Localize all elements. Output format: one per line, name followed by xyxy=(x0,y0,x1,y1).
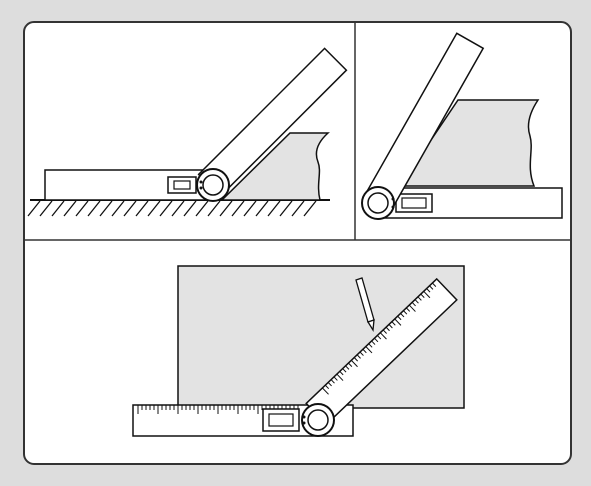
floor-hatch-stroke xyxy=(171,200,185,217)
floor-hatch-stroke xyxy=(303,200,317,217)
scale-tick xyxy=(391,321,396,326)
scale-tick xyxy=(371,340,376,345)
floor-hatch-stroke xyxy=(267,200,281,217)
scale-tick xyxy=(426,288,431,293)
floor-hatch-stroke xyxy=(87,200,101,217)
scale-tick xyxy=(359,351,364,356)
scale-tick xyxy=(405,307,411,312)
floor-hatch-icon xyxy=(27,200,317,217)
floor-hatch-stroke xyxy=(27,200,41,217)
floor-hatch-stroke xyxy=(183,200,197,217)
floor-hatch-stroke xyxy=(75,200,89,217)
pivot-dot xyxy=(391,197,395,201)
scale-tick xyxy=(353,357,359,362)
scale-tick xyxy=(324,384,330,390)
scale-tick xyxy=(333,376,338,381)
floor-hatch-stroke xyxy=(99,200,113,217)
floor-hatch-stroke xyxy=(159,200,173,217)
floor-hatch-stroke xyxy=(51,200,65,217)
pivot-dot xyxy=(199,180,203,184)
scale-tick xyxy=(368,343,373,348)
scale-tick xyxy=(330,379,335,384)
scale-tick xyxy=(411,301,416,307)
scale-tick xyxy=(327,381,332,387)
scale-tick xyxy=(408,304,416,312)
floor-hatch-stroke xyxy=(147,200,161,217)
workpiece-sheet xyxy=(177,265,465,409)
floor-hatch-stroke xyxy=(111,200,125,217)
scale-tick xyxy=(342,368,347,373)
pivot-inner-ring xyxy=(202,174,224,196)
floor-hatch-stroke xyxy=(279,200,293,217)
scale-tick xyxy=(414,299,419,304)
floor-hatch-stroke xyxy=(195,200,209,217)
workpiece-left xyxy=(220,132,330,201)
pivot-dot xyxy=(302,415,306,419)
pivot-dot xyxy=(391,205,395,209)
display-window xyxy=(173,180,191,190)
pivot-inner-ring xyxy=(367,192,389,214)
floor-hatch-stroke xyxy=(291,200,305,217)
scale-tick xyxy=(362,348,367,354)
pencil-icon xyxy=(355,277,375,332)
display-window xyxy=(401,197,427,209)
scale-tick xyxy=(382,329,387,334)
floor-hatch-stroke xyxy=(39,200,53,217)
scale-tick xyxy=(429,285,434,290)
pivot-inner-ring xyxy=(307,409,329,431)
display-window xyxy=(268,413,294,427)
scale-tick xyxy=(321,387,329,395)
workpiece-right xyxy=(398,99,540,187)
scale-tick xyxy=(417,296,422,301)
scale-tick xyxy=(345,365,350,370)
scale-ticks-arm xyxy=(321,282,437,395)
scale-tick xyxy=(397,315,402,321)
scale-tick xyxy=(377,335,382,340)
scale-tick xyxy=(365,346,373,354)
scale-tick xyxy=(388,324,393,329)
scale-tick xyxy=(356,354,361,359)
scale-tick xyxy=(423,290,431,299)
floor-hatch-stroke xyxy=(255,200,269,217)
scale-tick xyxy=(420,293,425,298)
scale-tick xyxy=(374,337,379,343)
panel-bottom xyxy=(132,265,465,437)
scale-tick xyxy=(336,373,344,381)
scale-tick xyxy=(385,326,390,332)
scale-tick xyxy=(379,332,387,340)
pivot-dot xyxy=(302,421,306,425)
floor-hatch-stroke xyxy=(243,200,257,217)
floor-hatch-stroke xyxy=(231,200,245,217)
panel-top-right xyxy=(361,32,563,220)
floor-hatch-stroke xyxy=(135,200,149,217)
scale-tick xyxy=(403,310,408,315)
floor-hatch-stroke xyxy=(63,200,77,217)
scale-tick xyxy=(350,359,358,368)
panel-top-left xyxy=(27,47,348,217)
scale-tick xyxy=(394,318,402,326)
scale-tick xyxy=(348,362,353,367)
scale-tick xyxy=(400,313,405,318)
scale-tick xyxy=(432,282,437,287)
floor-hatch-stroke xyxy=(219,200,233,217)
scale-tick xyxy=(339,370,344,376)
pivot-dot xyxy=(199,186,203,190)
floor-hatch-stroke xyxy=(123,200,137,217)
floor-hatch-stroke xyxy=(207,200,221,217)
